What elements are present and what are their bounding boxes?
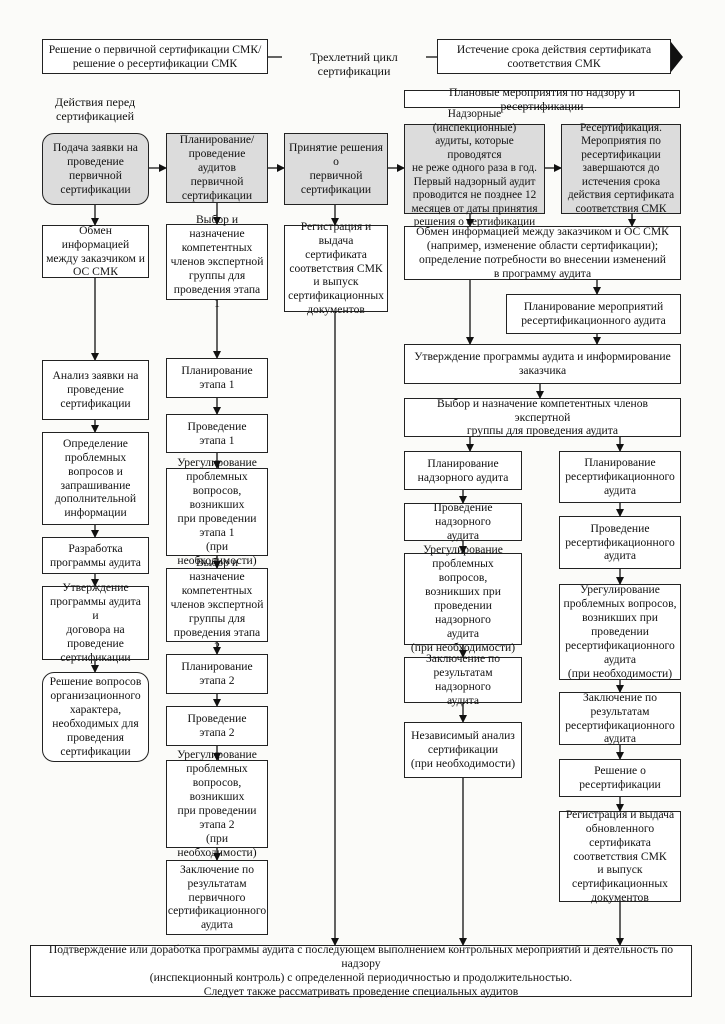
col4-step-2: Проведение надзорного аудита [404, 501, 522, 542]
col5-step-1: Планирование ресертификационного аудита [559, 451, 681, 503]
col5-step-5: Решение о ресертификации [559, 759, 681, 797]
header-end-box: Истечение срока действия сертификата соо… [437, 39, 671, 74]
col5-step-2: Проведение ресертификационного аудита [559, 516, 681, 569]
col2-step-2: Выбор и назначение компетентных членов э… [166, 213, 268, 310]
col1-step-4: Определение проблемных вопросов и запраш… [42, 432, 149, 525]
left-heading: Действия перед сертификацией [54, 95, 136, 124]
surveillance-audits-box: Надзорные (инспекционные) аудиты, которы… [404, 108, 545, 228]
col2-step-4: Проведение этапа 1 [166, 414, 268, 453]
col2-step-6: Выбор и назначение компетентных членов э… [166, 556, 268, 653]
col3-step-1: Принятие решения о первичной сертификаци… [284, 133, 388, 205]
info-exchange-box: Обмен информацией между заказчиком и ОС … [404, 225, 681, 280]
program-approval-box: Утверждение программы аудита и информиро… [404, 344, 681, 384]
col2-step-7: Планирование этапа 2 [166, 654, 268, 694]
col1-step-3: Анализ заявки на проведение сертификации [42, 360, 149, 420]
col1-step-7: Решение вопросов организационного характ… [42, 672, 149, 762]
recertification-box: Ресертификация. Мероприятия по ресертифи… [561, 122, 681, 215]
col1-step-1: Подача заявки на проведение первичной се… [42, 133, 149, 205]
col5-step-6: Регистрация и выдача обновленного сертиф… [559, 808, 681, 904]
col5-step-4: Заключение по результатам ресертификацио… [559, 691, 681, 745]
col5-step-3: Урегулирование проблемных вопросов, возн… [559, 583, 681, 680]
col1-step-5: Разработка программы аудита [42, 537, 149, 574]
col2-step-10: Заключение по результатам первичного сер… [166, 860, 268, 935]
col2-step-8: Проведение этапа 2 [166, 706, 268, 746]
col4-step-5: Независимый анализ сертификации (при нео… [404, 722, 522, 778]
col4-step-4: Заключение по результатам надзорного ауд… [404, 652, 522, 707]
footer-box: Подтверждение или доработка программы ау… [30, 943, 692, 998]
header-start-box: Решение о первичной сертификации СМК/ ре… [42, 39, 268, 74]
col2-step-3: Планирование этапа 1 [166, 358, 268, 398]
header-cycle-label: Трехлетний цикл сертификации [310, 50, 398, 79]
col2-step-5: Урегулирование проблемных вопросов, возн… [166, 456, 268, 567]
col4-step-1: Планирование надзорного аудита [404, 451, 522, 490]
col1-step-2: Обмен информацией между заказчиком и ОС … [42, 224, 149, 278]
recert-planning-box: Планирование мероприятий ресертификацион… [506, 294, 681, 334]
col3-step-2: Регистрация и выдача сертификата соответ… [284, 220, 388, 316]
col2-step-9: Урегулирование проблемных вопросов, возн… [166, 748, 268, 859]
col2-step-1: Планирование/ проведение аудитов первичн… [166, 133, 268, 203]
col1-step-6: Утверждение программы аудита и договора … [42, 581, 149, 664]
right-heading: Плановые мероприятия по надзору и ресерт… [404, 85, 680, 113]
team-selection-box: Выбор и назначение компетентных членов э… [404, 397, 681, 437]
col4-step-3: Урегулирование проблемных вопросов, возн… [404, 543, 522, 654]
